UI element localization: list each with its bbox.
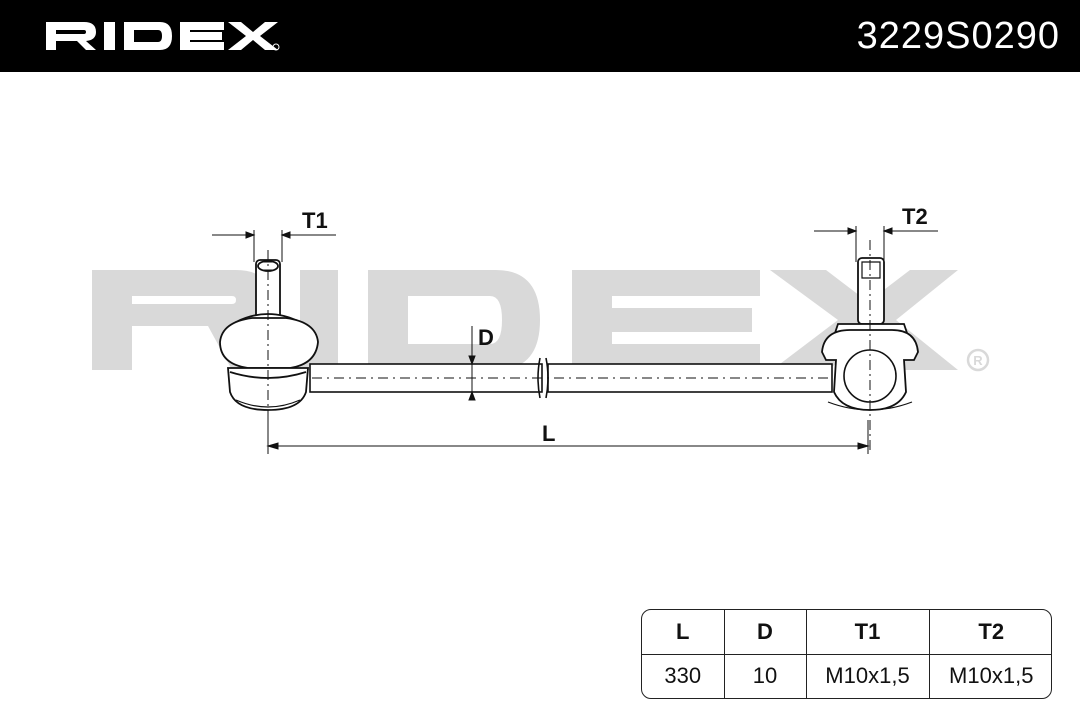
dimension-lines <box>212 226 938 454</box>
part-number: 3229S0290 <box>856 15 1060 57</box>
spec-table: L D T1 T2 330 10 M10x1,5 M10x1,5 <box>641 609 1052 699</box>
header-cell-l: L <box>642 610 725 655</box>
header-cell-t1: T1 <box>805 610 930 655</box>
header-cell-t2: T2 <box>928 610 1051 655</box>
ridex-logo <box>46 22 280 51</box>
header-cell-d: D <box>723 610 807 655</box>
label-d: D <box>478 325 494 350</box>
stabilizer-rod <box>309 357 833 399</box>
value-cell-t2: M10x1,5 <box>928 653 1051 698</box>
header-bar: 3229S0290 <box>0 0 1080 72</box>
table-header-row: L D T1 T2 <box>642 610 1051 655</box>
left-ball-joint <box>219 250 319 420</box>
value-cell-d: 10 <box>723 653 807 698</box>
label-t2: T2 <box>902 204 928 229</box>
table-row: 330 10 M10x1,5 M10x1,5 <box>642 653 1051 698</box>
label-l: L <box>542 421 555 446</box>
value-cell-l: 330 <box>642 653 725 698</box>
technical-drawing: R <box>92 204 990 454</box>
value-cell-t1: M10x1,5 <box>805 653 930 698</box>
svg-text:R: R <box>973 353 983 368</box>
label-t1: T1 <box>302 208 328 233</box>
right-ball-joint <box>821 240 919 450</box>
